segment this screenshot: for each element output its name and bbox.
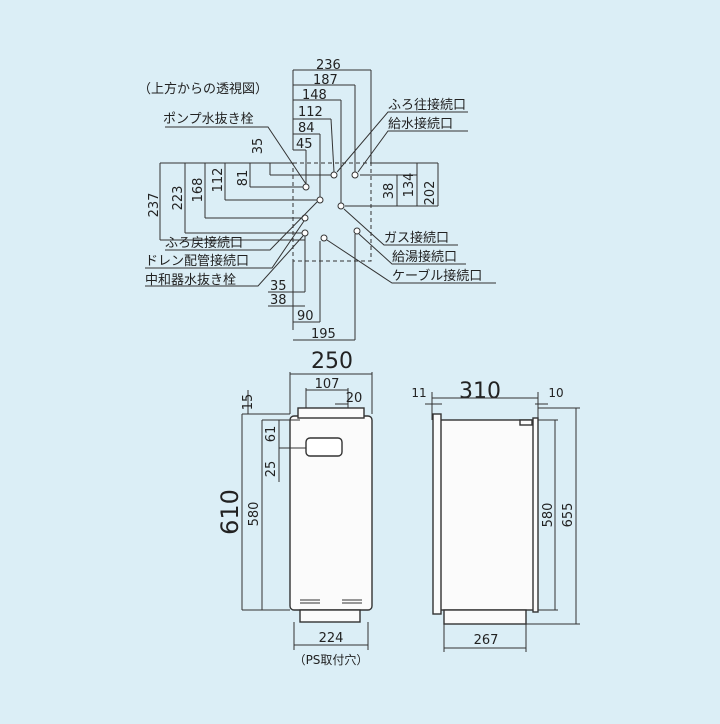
side-mount-bracket: [432, 413, 442, 615]
label-bath-outlet: ふろ往接続口: [388, 97, 466, 113]
dim-81: 81: [236, 170, 251, 187]
dim-35-left: 35: [251, 138, 266, 155]
label-pump-drain: ポンプ水抜き栓: [163, 111, 254, 127]
front-dim-61: 61: [264, 426, 279, 443]
label-water-supply: 給水接続口: [388, 116, 453, 132]
side-top-tab: [519, 419, 533, 426]
top-dimensions: 236 187 148 112 84 45: [292, 58, 372, 203]
front-view: 250 107 20 15 61 25 610 580: [216, 349, 373, 667]
dim-38-bottom: 38: [270, 293, 287, 308]
dim-35-bottom: 35: [270, 279, 287, 294]
side-dim-11: 11: [411, 386, 426, 400]
dim-187: 187: [313, 73, 338, 88]
dim-112-top: 112: [298, 105, 323, 120]
dim-148: 148: [302, 88, 327, 103]
side-width-310: 310: [459, 379, 501, 404]
label-hot-water: 給湯接続口: [392, 249, 457, 265]
cable-point: [320, 234, 328, 242]
bath-return-point: [316, 196, 324, 204]
dim-90: 90: [297, 309, 314, 324]
right-dimensions: 38 134 202: [345, 162, 439, 207]
pump-drain-point: [302, 183, 310, 191]
front-exhaust-vent: [305, 437, 343, 457]
left-dimensions: 237 223 168 112 81 35: [147, 138, 331, 241]
dim-223: 223: [171, 186, 186, 211]
bath-outlet-point: [330, 171, 338, 179]
side-height-655: 655: [561, 503, 576, 528]
dim-195: 195: [311, 327, 336, 342]
dim-202: 202: [423, 181, 438, 206]
top-view-title: （上方からの透視図）: [138, 81, 268, 97]
front-bottom-connectors: [299, 609, 361, 623]
label-drain-pipe: ドレン配管接続口: [145, 253, 249, 269]
front-dim-15: 15: [241, 394, 256, 411]
front-dim-224: 224: [319, 631, 344, 646]
top-view-outline: [292, 162, 372, 262]
side-front-cover: [532, 417, 539, 613]
bottom-dimensions: 35 38 90 195: [268, 234, 356, 342]
dim-134: 134: [402, 173, 417, 198]
label-bath-return: ふろ戻接続口: [165, 235, 243, 251]
dim-236: 236: [316, 58, 341, 73]
side-height-580: 580: [541, 503, 556, 528]
neutralizer-point: [301, 229, 309, 237]
front-dim-107: 107: [315, 377, 340, 392]
dim-38-right: 38: [382, 183, 397, 200]
side-dim-267: 267: [474, 633, 499, 648]
front-width-250: 250: [311, 349, 353, 374]
side-view: 310 11 10 580 655 267: [411, 379, 580, 652]
water-supply-point: [351, 171, 359, 179]
dim-168: 168: [191, 178, 206, 203]
label-cable: ケーブル接続口: [392, 268, 482, 284]
dim-237: 237: [147, 193, 162, 218]
hot-water-point: [353, 227, 361, 235]
side-unit-body: [439, 419, 535, 611]
front-ps-note: （PS取付穴）: [294, 652, 369, 667]
side-bottom-connectors: [443, 609, 527, 625]
dim-112-left: 112: [211, 168, 226, 193]
dim-45: 45: [296, 137, 313, 152]
leader-lines: [145, 111, 496, 287]
gas-point: [337, 202, 345, 210]
front-dim-25: 25: [264, 461, 279, 478]
top-view: （上方からの透視図） 236 187: [138, 58, 496, 342]
label-neutralizer-drain: 中和器水抜き栓: [145, 272, 236, 288]
dim-84: 84: [298, 121, 315, 136]
front-height-580: 580: [247, 502, 262, 527]
front-height-610: 610: [216, 489, 244, 535]
front-dim-20: 20: [346, 391, 363, 406]
side-dim-10: 10: [548, 386, 563, 400]
front-top-connectors: [297, 407, 365, 419]
label-gas: ガス接続口: [384, 230, 449, 246]
